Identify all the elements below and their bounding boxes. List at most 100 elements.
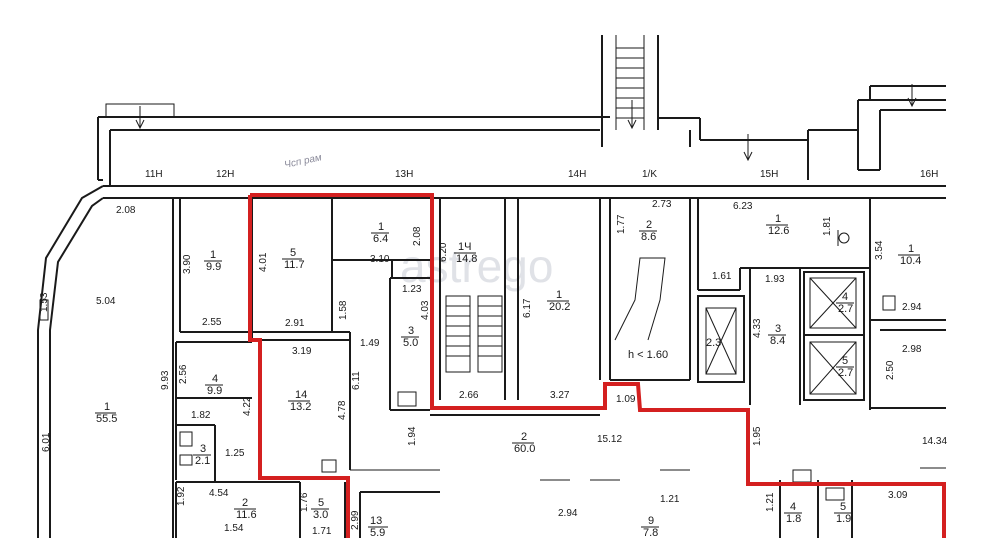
room-label: 1Ч 14.8 (454, 241, 477, 265)
dimension: 2.73 (652, 199, 672, 210)
arrow-markers (135, 84, 917, 162)
room-label: 1 20.2 (547, 289, 570, 313)
dimension: 15.12 (597, 434, 622, 445)
room-label: 14 13.2 (288, 389, 311, 413)
dimension: 2.08 (116, 205, 136, 216)
dimension: 3.27 (550, 390, 570, 401)
svg-text:9.9: 9.9 (207, 385, 222, 397)
room-label: 3 5.0 (401, 325, 419, 349)
room-label: 1 55.5 (95, 401, 117, 425)
room-label: 5 3.0 (311, 497, 329, 521)
dimension: 6.01 (41, 432, 52, 452)
dimension: 2.98 (902, 344, 922, 355)
dimension: 6.17 (522, 298, 533, 318)
room-label: 13 5.9 (368, 515, 388, 538)
svg-text:14: 14 (295, 389, 307, 401)
svg-text:1: 1 (556, 289, 562, 301)
dimension: 2.08 (412, 226, 423, 246)
svg-text:1: 1 (210, 249, 216, 261)
dimension: 4.01 (258, 252, 269, 272)
svg-text:13: 13 (370, 515, 382, 527)
dimension: 6.20 (438, 242, 449, 262)
svg-text:1: 1 (908, 243, 914, 255)
room-label: 5 2.7 (836, 355, 854, 379)
axis-label: 14H (568, 169, 586, 180)
dimension-labels: 2.08 1.53 5.04 6.01 3.90 2.55 4.01 2.91 … (39, 199, 947, 537)
room-labels: 1 55.5 1 9.9 5 11.7 1 6.4 1Ч 14.8 1 20.2 (95, 213, 921, 538)
room-label: 3 8.4 (768, 323, 786, 347)
dimension: 4.03 (420, 300, 431, 320)
svg-text:5.0: 5.0 (403, 337, 418, 349)
room-label: 4 1.8 (784, 501, 802, 525)
svg-text:55.5: 55.5 (96, 413, 117, 425)
svg-text:2.7: 2.7 (838, 367, 853, 379)
svg-text:9: 9 (648, 515, 654, 527)
leased-area-outline-bottom (248, 195, 350, 538)
axis-label: 11H (145, 169, 163, 180)
svg-text:3.0: 3.0 (313, 509, 328, 521)
dimension: 9.93 (160, 370, 171, 390)
dimension: 1.93 (765, 274, 785, 285)
svg-text:4: 4 (842, 291, 848, 303)
svg-text:9.9: 9.9 (206, 261, 221, 273)
svg-text:13.2: 13.2 (290, 401, 311, 413)
svg-text:12.6: 12.6 (768, 225, 789, 237)
svg-text:3: 3 (775, 323, 781, 335)
dimension: 4.22 (242, 396, 253, 416)
svg-text:2: 2 (521, 431, 527, 443)
dimension: 1.23 (402, 284, 422, 295)
room-label: 9 7.8 (641, 515, 659, 538)
room-label: 1 10.4 (898, 243, 921, 267)
room-label: 5 11.7 (282, 247, 305, 271)
axis-labels: 11H 12H 13H 14H 1/K 15H 16H (145, 169, 938, 180)
leased-area-outline-left (250, 193, 946, 538)
dimension: 1.82 (191, 410, 211, 421)
svg-text:2.1: 2.1 (195, 455, 210, 467)
dimension: 2.94 (558, 508, 578, 519)
svg-text:1: 1 (378, 221, 384, 233)
dimension: 2.99 (350, 510, 361, 530)
dimension: 2.55 (202, 317, 222, 328)
dimension: 1.77 (616, 214, 627, 234)
dimension: 2.66 (459, 390, 479, 401)
svg-text:1Ч: 1Ч (458, 241, 471, 253)
svg-text:1: 1 (775, 213, 781, 225)
svg-text:5: 5 (318, 497, 324, 509)
dimension: 6.11 (351, 371, 362, 390)
dimension: 3.90 (182, 254, 193, 274)
dimension: 5.04 (96, 296, 116, 307)
axis-label: 13H (395, 169, 413, 180)
watermark: astrego (400, 240, 553, 292)
svg-text:3: 3 (200, 443, 206, 455)
svg-text:60.0: 60.0 (514, 443, 535, 455)
svg-text:11.7: 11.7 (284, 259, 305, 271)
svg-text:4: 4 (790, 501, 796, 513)
walls (37, 35, 946, 538)
svg-text:5: 5 (842, 355, 848, 367)
room-label: 1 6.4 (371, 221, 389, 245)
dimension: 14.34 (922, 436, 947, 447)
svg-text:1.8: 1.8 (786, 513, 801, 525)
height-note: h < 1.60 (628, 349, 668, 361)
svg-text:6.4: 6.4 (373, 233, 388, 245)
svg-text:2: 2 (242, 497, 248, 509)
dimension: 1.76 (299, 492, 310, 512)
svg-text:1: 1 (104, 401, 110, 413)
dimension: 3.09 (888, 490, 908, 501)
dimension: 6.23 (733, 201, 753, 212)
room-label: 2 60.0 (512, 431, 535, 455)
axis-label: 16H (920, 169, 938, 180)
svg-text:5: 5 (290, 247, 296, 259)
dimension: 1.25 (225, 448, 245, 459)
room-label: 4 2.7 (836, 291, 854, 315)
dimension: 1.09 (616, 394, 636, 405)
axis-label: 12H (216, 169, 234, 180)
dimension: 1.92 (176, 486, 187, 506)
room-label: 3 2.1 (193, 443, 211, 467)
dimension: 1.71 (312, 526, 332, 537)
svg-text:5.9: 5.9 (370, 527, 385, 538)
dimension: 1.21 (660, 494, 680, 505)
dimension: 2.91 (285, 318, 305, 329)
stair-steps (616, 47, 644, 119)
